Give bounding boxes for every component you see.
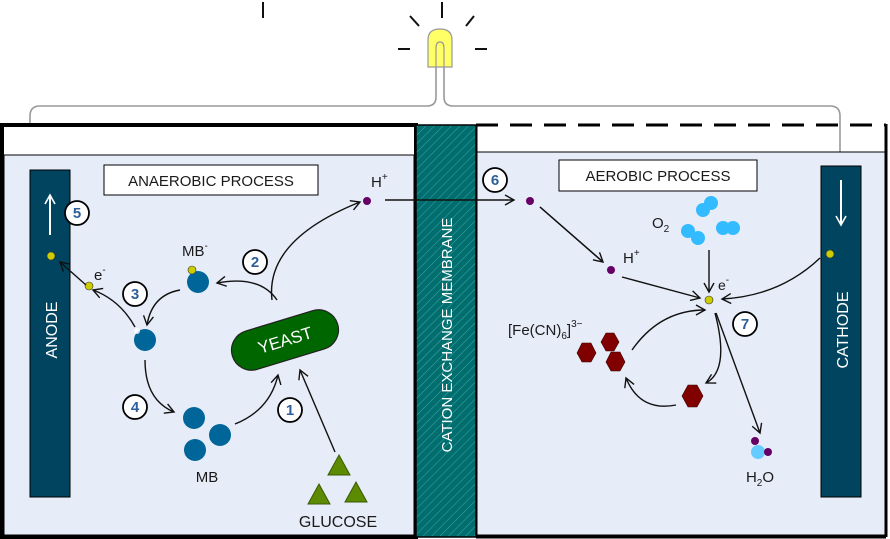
- svg-text:H+: H+: [623, 248, 640, 267]
- svg-text:e-: e-: [94, 265, 106, 284]
- svg-text:MB-: MB-: [182, 241, 208, 260]
- svg-text:2: 2: [251, 254, 259, 271]
- electron-cathode-reaction: [704, 295, 714, 305]
- svg-text:1: 1: [286, 402, 294, 419]
- svg-text:e-: e-: [718, 275, 729, 293]
- anode-electrode: ANODE: [29, 169, 71, 498]
- svg-text:7: 7: [741, 316, 749, 333]
- step-badges: 1 2 3 4 5 6 7: [64, 167, 758, 423]
- water-molecule: H2O: [746, 437, 774, 489]
- ferricyanide-ions: [576, 332, 704, 408]
- cathode-label: CATHODE: [835, 291, 852, 368]
- step-1: 1: [277, 397, 303, 423]
- svg-text:H2O: H2O: [746, 469, 774, 489]
- electron-at-cathode: [825, 249, 835, 259]
- svg-text:O2: O2: [652, 215, 670, 235]
- glucose-molecules: GLUCOSE: [299, 453, 377, 531]
- cathode-chamber: [474, 123, 888, 539]
- membrane-label: CATION EXCHANGE MEMBRANE: [439, 218, 456, 453]
- anode-label: ANODE: [44, 302, 61, 359]
- wire-anode: [29, 67, 437, 170]
- svg-text:3: 3: [131, 286, 139, 303]
- anaerobic-process-label: ANAEROBIC PROCESS: [128, 173, 294, 190]
- proton-membrane-exit: [526, 197, 534, 205]
- aerobic-process-label: AEROBIC PROCESS: [585, 168, 730, 185]
- svg-text:6: 6: [491, 172, 499, 189]
- light-bulb-icon: [262, 2, 487, 68]
- cathode-electrode: CATHODE: [820, 165, 862, 498]
- step-6: 6: [482, 167, 508, 193]
- mb-label: MB: [196, 469, 219, 486]
- step-2: 2: [242, 249, 268, 275]
- cathode-arrows: [539, 206, 821, 435]
- mb-reduced-label: MB: [182, 243, 205, 260]
- mb-reduced: MB-: [182, 241, 209, 293]
- svg-text:5: 5: [73, 205, 81, 222]
- mb-oxidized: [134, 328, 156, 351]
- step-3: 3: [122, 281, 148, 307]
- electron-anode-side: [84, 281, 94, 291]
- electron-at-anode: [46, 251, 56, 261]
- glucose-label: GLUCOSE: [299, 514, 377, 531]
- svg-text:4: 4: [131, 399, 140, 416]
- proton-cathode: [607, 266, 615, 274]
- proton-anode-side: [363, 197, 371, 205]
- mb-molecules: MB: [183, 407, 231, 486]
- oxygen-molecules: [681, 196, 740, 245]
- wire-cathode: [443, 67, 841, 168]
- cation-exchange-membrane: CATION EXCHANGE MEMBRANE: [415, 124, 477, 538]
- step-7: 7: [732, 311, 758, 337]
- anode-arrows: [58, 194, 516, 453]
- svg-text:[Fe(CN)6]3−: [Fe(CN)6]3−: [508, 319, 583, 342]
- step-4: 4: [122, 394, 148, 420]
- yeast-cell: YEAST: [230, 309, 340, 371]
- svg-text:H+: H+: [371, 172, 388, 191]
- step-5: 5: [64, 200, 90, 226]
